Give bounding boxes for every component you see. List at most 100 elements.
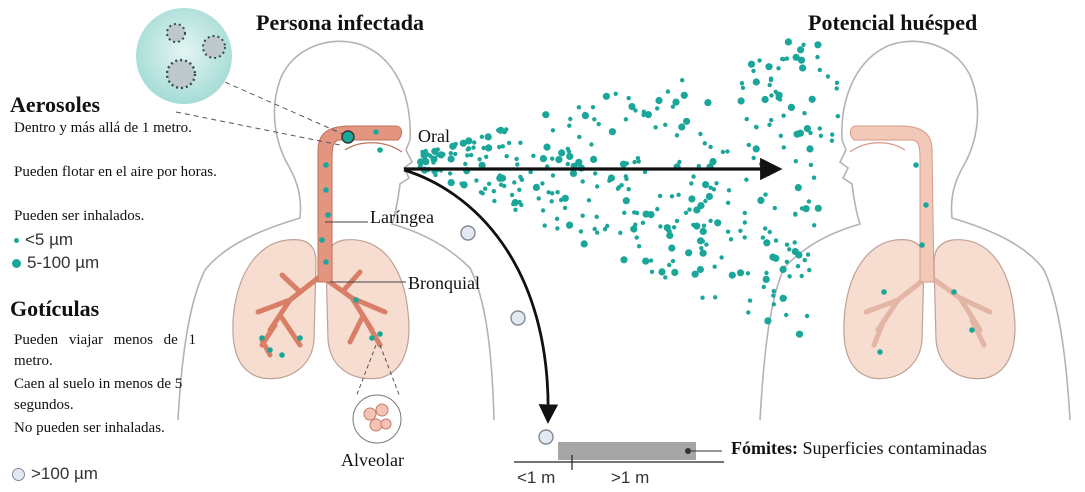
aerosol-particle [472,140,476,144]
aerosol-particle [655,207,659,211]
aerosol-particle [676,193,680,197]
aerosols-line-3: Pueden ser inhalados. [14,206,144,227]
aerosol-particle [683,118,690,125]
aerosol-particle [738,229,742,233]
aerosol-particle [373,129,379,135]
aerosol-particle [785,243,789,247]
aerosol-particle [793,212,797,216]
aerosol-particle [667,263,671,267]
aerosol-particle [675,219,679,223]
aerosol-particle [784,313,788,317]
aerosol-particle [681,92,688,99]
aerosol-particle [614,92,618,96]
aerosol-particle [550,199,554,203]
aerosol-particle [452,144,456,148]
aerosol-particle [803,258,807,262]
aerosol-particle [566,147,570,151]
aerosol-particle [323,187,329,193]
aerosol-particle [764,317,771,324]
aerosol-particle [566,162,570,166]
aerosol-particle [675,133,679,137]
aerosol-particle [531,154,535,158]
aerosol-particle [325,212,331,218]
aerosol-particle [483,187,487,191]
aerosol-particle [709,186,713,190]
aerosol-particle [540,155,547,162]
aerosol-particle [595,215,599,219]
aerosol-particle [748,61,755,68]
aerosol-particle [485,144,492,151]
aerosol-particle [814,41,821,48]
fomites-label: Fómites: Superficies contaminadas [731,438,987,459]
aerosol-particle [794,131,801,138]
aerosol-particle [671,259,675,263]
aerosol-particle [680,78,684,82]
aerosol-particle [743,235,747,239]
oral-label: Oral [418,126,450,147]
aerosol-particle [567,124,571,128]
aerosol-particle [603,227,607,231]
aerosol-particle [438,152,442,156]
aerosol-particle [746,310,750,314]
aerosol-particle [746,271,750,275]
aerosol-particle [323,259,329,265]
host-silhouette [760,41,1070,420]
aerosol-particle [684,211,688,215]
aerosol-particle [685,249,692,256]
aerosol-particle [785,38,792,45]
aerosol-particle [687,207,691,211]
aerosol-particle [658,224,662,228]
aerosol-particle [772,302,776,306]
aerosol-particle [830,139,834,143]
aerosol-particle [607,179,611,183]
aerosol-particle [505,154,509,158]
aerosol-particle [794,159,798,163]
aerosol-particle [757,58,761,62]
aerosol-particle [769,78,773,82]
aerosol-particle [762,285,766,289]
aerosol-particle [649,258,653,262]
aerosol-particle [637,159,641,163]
fomites-bold: Fómites: [731,438,798,458]
aerosol-particle [819,134,823,138]
aerosol-particle [753,78,760,85]
aerosol-particle [763,276,770,283]
aerosol-particle [666,232,673,239]
aerosol-particle [658,194,662,198]
aerosol-particle [763,226,767,230]
aerosol-particle [792,248,799,255]
aerosol-particle [726,230,730,234]
aerosol-particle [618,231,622,235]
aerosol-particle [768,83,772,87]
aerosol-particle [818,126,822,130]
aerosol-particle [807,199,811,203]
aerosol-particle [512,180,516,184]
aerosol-particle [748,298,752,302]
aerosol-particle [969,327,975,333]
aerosol-particle [708,145,712,149]
large-droplets [461,226,553,444]
aerosol-particle [708,219,712,223]
aerosol-particle [706,193,713,200]
aerosol-particle [504,127,508,131]
aerosol-particle [583,112,587,116]
aerosol-particle [703,199,707,203]
aerosol-particle [768,230,772,234]
aerosol-particle [787,274,791,278]
aerosol-particle [678,123,685,130]
aerosol-particle [913,162,919,168]
aerosol-particle [670,194,674,198]
aerosol-particle [799,64,806,71]
aerosol-particle [517,188,521,192]
aerosol-particle [765,63,772,70]
aerosol-particle [769,93,773,97]
aerosol-particle [795,184,802,191]
aerosol-particle [633,108,637,112]
bronchial-label: Bronquial [408,273,480,294]
aerosol-particle [737,269,744,276]
aerosol-particle [449,151,453,155]
aerosol-particle [721,150,725,154]
aerosol-particle [632,210,636,214]
aerosol-particle [752,156,756,160]
aerosol-particle [537,196,541,200]
